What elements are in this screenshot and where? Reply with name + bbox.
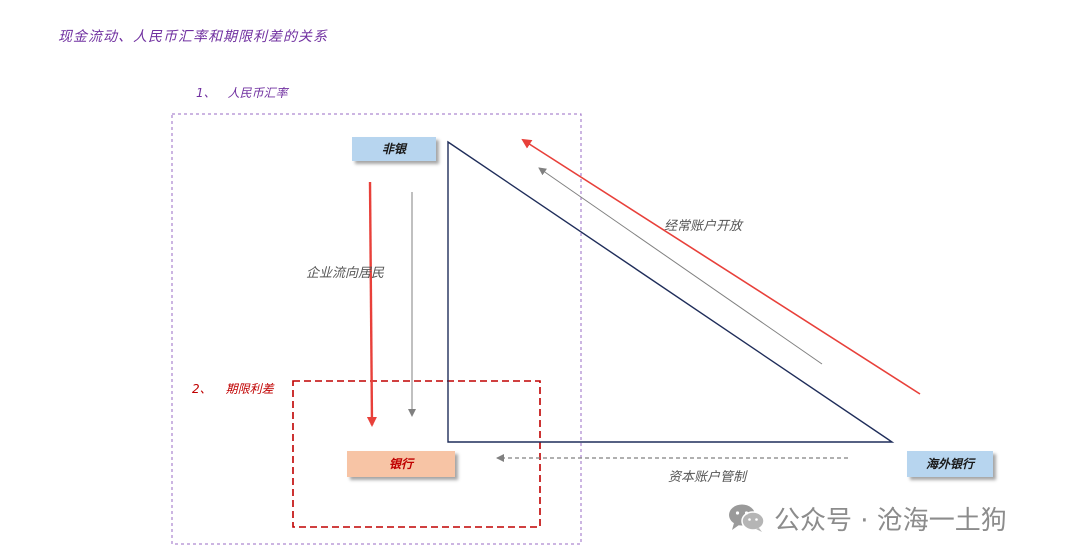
- bank-node: 银行: [347, 451, 455, 477]
- term-spread-region: [292, 380, 541, 528]
- nonbank-node: 非银: [352, 137, 436, 161]
- section-term-spread-label: 2、期限利差: [192, 380, 274, 397]
- red-arrow-overseas-to-nonbank: [521, 138, 921, 395]
- watermark-text: 公众号 · 沧海一土狗: [774, 505, 1007, 536]
- section-title: 人民币汇率: [227, 86, 288, 100]
- red-arrow-nonbank-to-bank: [366, 181, 377, 427]
- section-exchange-rate-label: 1、人民币汇率: [196, 84, 288, 101]
- watermark: 公众号 · 沧海一土狗: [728, 498, 1007, 538]
- overseas-bank-node: 海外银行: [907, 451, 993, 477]
- page-title: 现金流动、人民币汇率和期限利差的关系: [58, 29, 328, 45]
- gray-arrow-overseas-to-nonbank: [538, 167, 823, 365]
- exchange-rate-region: [171, 113, 582, 545]
- wechat-icon: [729, 504, 765, 532]
- section-title: 期限利差: [225, 382, 274, 396]
- current-account-label: 经常账户开放: [664, 219, 743, 234]
- section-number: 2、: [192, 382, 212, 396]
- section-number: 1、: [196, 86, 216, 100]
- triangle-shape: [447, 140, 895, 443]
- corporate-to-residents-label: 企业流向居民: [306, 266, 385, 281]
- capital-account-label: 资本账户管制: [668, 470, 747, 485]
